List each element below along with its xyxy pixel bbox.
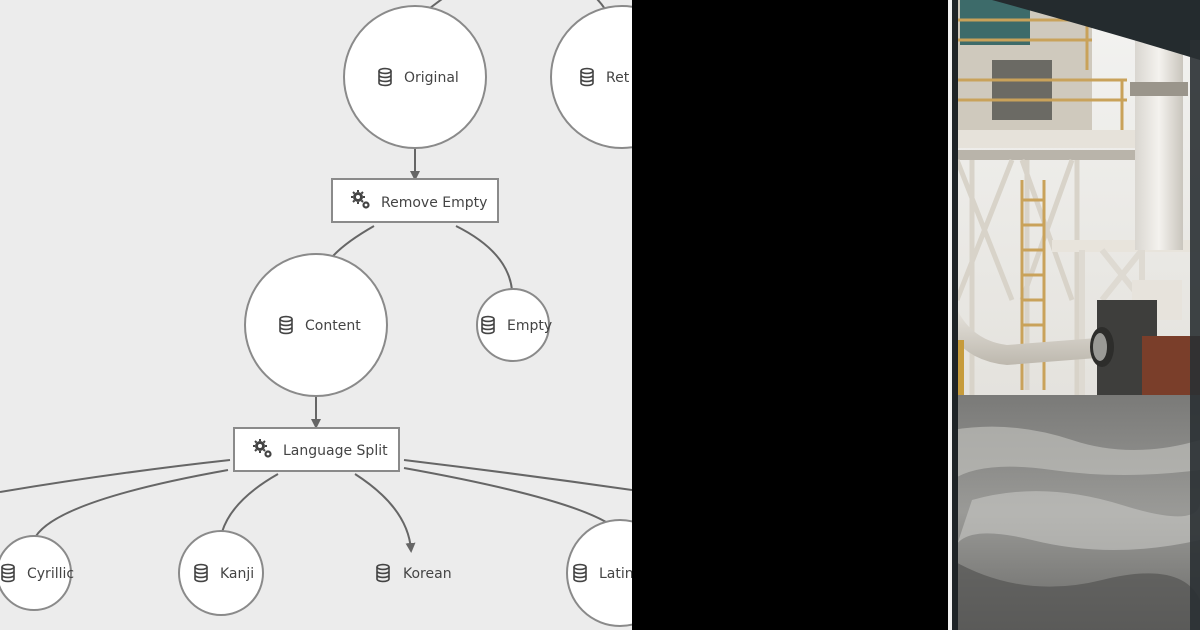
node-original[interactable]: Original xyxy=(343,5,487,149)
edge-split-cyrillic xyxy=(35,469,229,537)
node-retained[interactable]: Ret xyxy=(550,5,632,149)
edges xyxy=(0,0,632,553)
node-remove-empty[interactable]: Remove Empty xyxy=(331,178,499,223)
node-kanji-label: Kanji xyxy=(220,566,254,582)
database-icon xyxy=(376,563,390,583)
edge-split-korean xyxy=(354,473,416,553)
node-original-label: Original xyxy=(404,70,459,86)
edge-split-offscreen-right xyxy=(403,459,632,491)
edge-top-left xyxy=(429,0,443,9)
node-remove-empty-label: Remove Empty xyxy=(381,195,487,211)
node-language-split-label: Language Split xyxy=(283,443,388,459)
edge-split-offscreen-left xyxy=(0,459,231,493)
node-content[interactable]: Content xyxy=(244,253,388,397)
node-korean-label: Korean xyxy=(403,566,452,582)
node-empty-label: Empty xyxy=(507,318,552,334)
edge-remove-empty-content xyxy=(332,225,375,257)
node-cyrillic-label: Cyrillic xyxy=(27,566,74,582)
diagram-canvas: Original Ret Remove Empty Content Empty xyxy=(0,0,632,627)
node-kanji[interactable]: Kanji xyxy=(178,530,264,616)
edge-split-latin xyxy=(403,467,607,523)
industrial-pipes-photo xyxy=(952,0,1200,630)
node-latin-label: Latin xyxy=(599,566,632,582)
flow-diagram: Original Ret Remove Empty Content Empty xyxy=(0,0,632,630)
node-content-label: Content xyxy=(305,318,361,334)
node-retained-label: Ret xyxy=(606,70,630,86)
node-cyrillic[interactable]: Cyrillic xyxy=(0,535,74,611)
photo-illustration xyxy=(952,0,1200,630)
node-language-split[interactable]: Language Split xyxy=(233,427,400,472)
edge-split-kanji xyxy=(221,473,279,533)
node-empty[interactable]: Empty xyxy=(476,288,552,362)
node-korean[interactable]: Korean xyxy=(376,563,452,583)
black-panel xyxy=(632,0,950,630)
panel-divider xyxy=(948,0,952,630)
node-latin[interactable]: Latin xyxy=(566,519,632,627)
edge-remove-empty-empty xyxy=(455,225,513,291)
